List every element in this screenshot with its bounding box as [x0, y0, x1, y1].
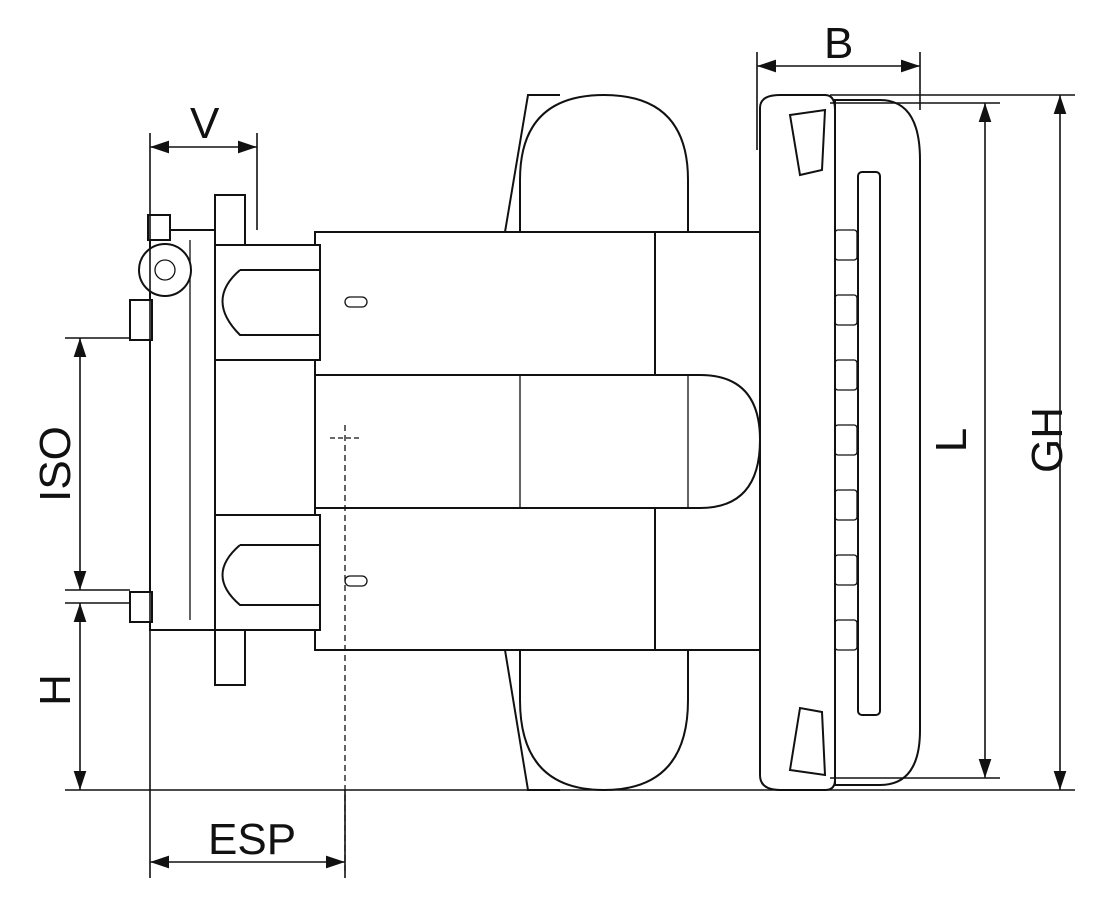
dimension-lines: [65, 52, 1075, 878]
dimension-label-b: B: [824, 19, 854, 68]
dimension-label-esp: ESP: [208, 815, 297, 864]
clamp-pad-right: [834, 99, 921, 786]
contact-plate: [759, 94, 858, 791]
dimension-label-v: V: [190, 99, 220, 148]
dimension-label-gh: GH: [1023, 407, 1072, 473]
clamp-arms: [314, 231, 762, 651]
dimension-label-iso: ISO: [30, 426, 80, 502]
carriage: [129, 214, 216, 631]
dimension-label-l: L: [927, 427, 977, 453]
cylinders: [199, 194, 321, 686]
dimension-label-h: H: [30, 674, 80, 706]
